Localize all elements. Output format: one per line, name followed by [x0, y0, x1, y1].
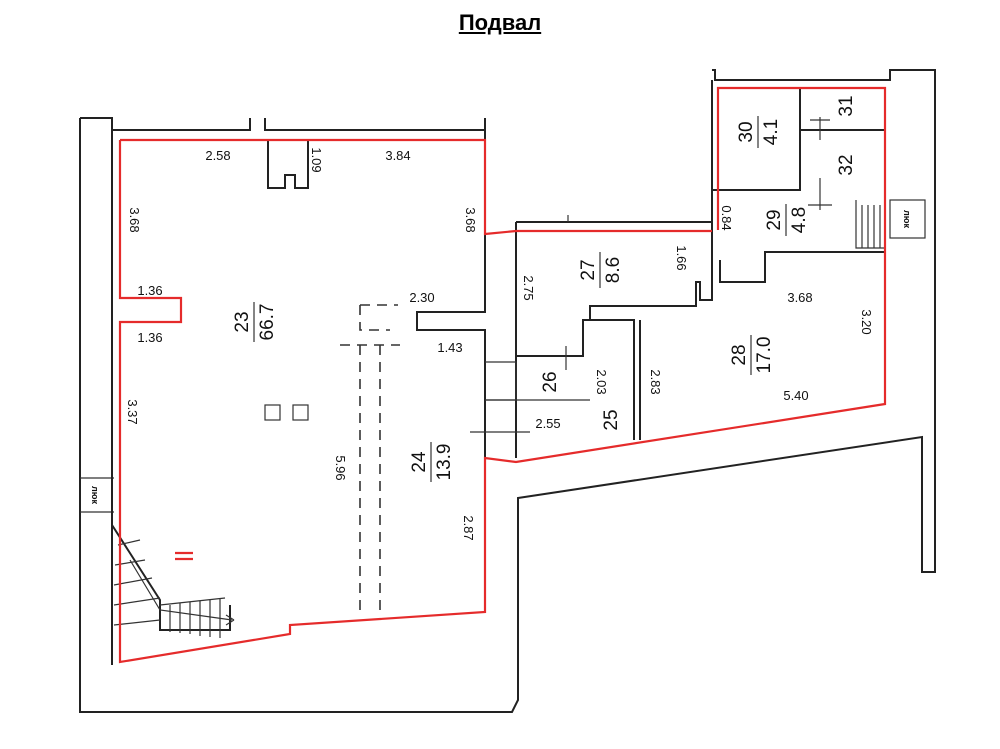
dim-3-20: 3.20 [859, 309, 874, 334]
room-28-area: 17.0 [754, 337, 775, 374]
dim-2-30: 2.30 [409, 290, 434, 305]
room-28-number: 28 [729, 344, 750, 365]
room-26-number: 26 [540, 371, 561, 392]
dim-3-68-right: 3.68 [463, 207, 478, 232]
room-labels: 23 66.7 24 13.9 25 26 27 8.6 28 17.0 29 … [232, 95, 857, 482]
dim-1-36-top: 1.36 [137, 283, 162, 298]
dim-2-83: 2.83 [648, 369, 663, 394]
plan-title: Подвал [458, 10, 542, 35]
room-29: 29 4.8 [764, 204, 810, 236]
interior-walls [111, 80, 885, 665]
dim-2-55: 2.55 [535, 416, 560, 431]
dashed-beams [340, 304, 400, 612]
room-29-area: 4.8 [789, 207, 810, 233]
dim-1-43: 1.43 [437, 340, 462, 355]
staircase [111, 524, 235, 638]
room-29-number: 29 [764, 209, 785, 230]
room-30: 30 4.1 [736, 116, 782, 148]
dim-2-03: 2.03 [594, 369, 609, 394]
room-30-number: 30 [736, 121, 757, 142]
room-24-number: 24 [409, 451, 430, 473]
dim-2-87: 2.87 [461, 515, 476, 540]
room-24: 24 13.9 [409, 442, 455, 482]
room-27-number: 27 [578, 259, 599, 280]
dim-1-36-bottom: 1.36 [137, 330, 162, 345]
room-27-area: 8.6 [603, 257, 624, 283]
dim-5-40: 5.40 [783, 388, 808, 403]
room-27: 27 8.6 [578, 252, 624, 288]
dim-1-66: 1.66 [674, 245, 689, 270]
room-23: 23 66.7 [232, 302, 278, 342]
dim-2-75: 2.75 [521, 275, 536, 300]
room-31-number: 31 [836, 95, 857, 116]
room-32-number: 32 [836, 154, 857, 175]
dimension-labels: 2.58 1.09 3.84 3.68 3.68 1.36 1.36 3.37 … [125, 147, 874, 540]
dim-5-96: 5.96 [333, 455, 348, 480]
dim-3-37: 3.37 [125, 399, 140, 424]
dim-1-09: 1.09 [309, 147, 324, 172]
hatch-label-right: люк [902, 210, 912, 228]
dim-2-58: 2.58 [205, 148, 230, 163]
dim-3-84: 3.84 [385, 148, 410, 163]
room-28: 28 17.0 [729, 335, 775, 375]
room-23-number: 23 [232, 311, 253, 332]
room-25-number: 25 [601, 409, 622, 430]
room-23-area: 66.7 [257, 304, 278, 341]
room-30-area: 4.1 [761, 119, 782, 145]
dim-3-68-room28: 3.68 [787, 290, 812, 305]
dim-3-68-left: 3.68 [127, 207, 142, 232]
highlighted-areas [118, 86, 887, 664]
room-24-area: 13.9 [434, 444, 455, 481]
dim-0-84: 0.84 [719, 205, 734, 230]
hatch-label-left: люк [90, 486, 100, 504]
